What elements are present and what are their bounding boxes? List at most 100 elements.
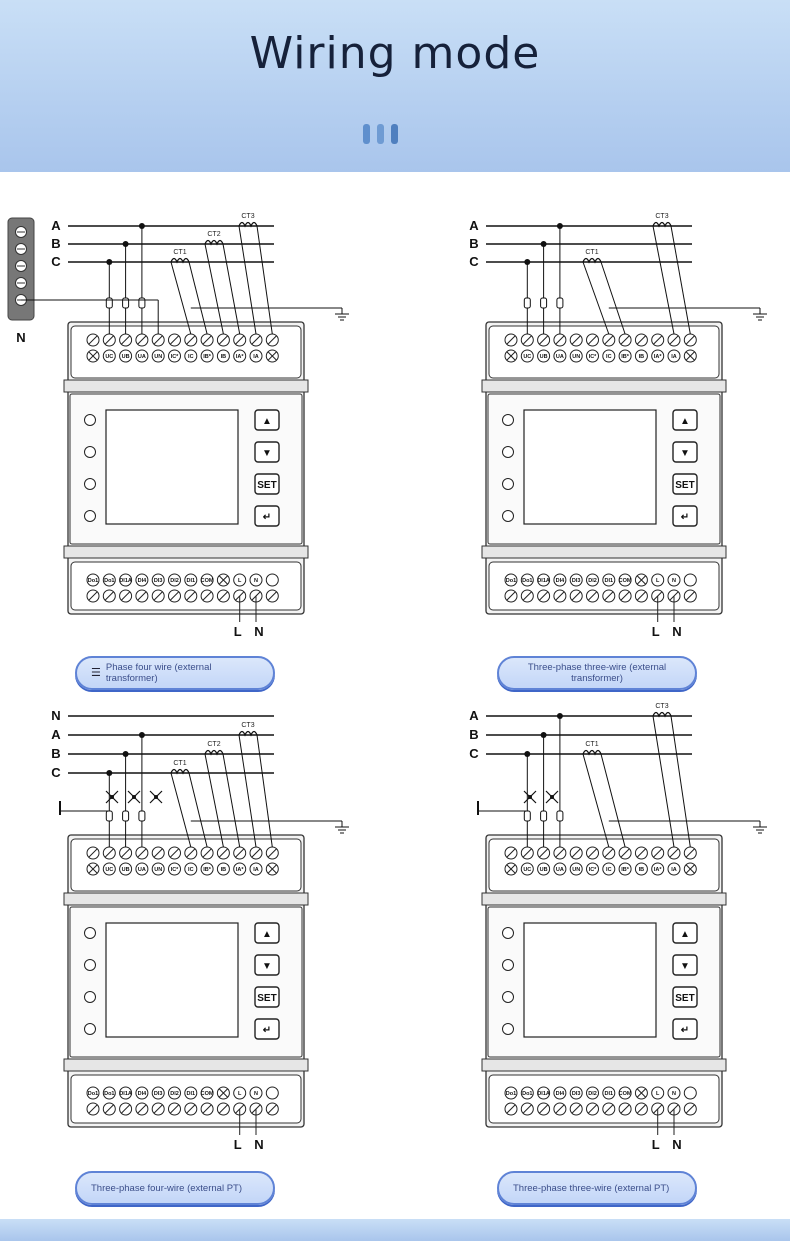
bottom-terminal-label: COM [201,1091,214,1097]
bottom-terminal-label: DI4 [138,578,148,584]
meter-button [254,505,280,527]
meter-button [672,473,698,495]
ct-coil [238,730,258,737]
meter-button-label: ▲ [262,416,272,427]
bottom-terminal-label: DI4 [556,578,566,584]
terminal-label-ring [504,1086,518,1100]
terminal-label-ring [233,573,247,587]
screw-slot [186,335,196,345]
bottom-terminal-label: L [656,1091,660,1097]
terminal-label-ring [602,349,616,363]
terminal-label-ring [184,862,198,876]
decor-bar [377,124,384,144]
screw-slot [202,1104,212,1114]
ct-lead [204,243,224,335]
screw-slot [153,335,163,345]
phase-label-c: C [469,746,479,761]
top-terminal-label: IA [671,354,677,360]
footer-banner [0,1219,790,1241]
fuse [556,297,564,309]
ct-label: CT3 [655,213,668,220]
top-terminal-label: UC [105,354,113,360]
ct-lead [652,715,675,848]
supply-label-l: L [234,624,242,639]
screw-slot [137,1104,147,1114]
top-terminal-label: UN [572,354,580,360]
terminal-label-ring [168,862,181,876]
terminal-label-ring [651,573,665,587]
rail-clip [63,545,309,559]
indicator-led [502,1023,514,1035]
screw-slot [104,591,114,601]
screw-slot [121,591,130,601]
fuse [138,810,146,822]
terminal-label-ring [683,573,697,587]
supply-label-l: L [234,1137,242,1152]
terminal-label-ring [553,349,567,363]
terminal-label-ring [520,862,534,876]
rail-clip [63,1058,309,1072]
bottom-terminal-label: N [672,578,676,584]
screw-slot [555,1104,565,1114]
screw-slot [571,1104,581,1114]
meter-button [254,986,280,1008]
ct-lead [670,225,691,335]
meter-button-label: ↵ [263,1025,271,1036]
terminal-label-ring [151,1086,165,1100]
ct-label: CT1 [173,249,186,256]
bottom-terminal-label: DI1 [605,578,614,584]
meter-button [672,922,698,944]
lcd-display [523,409,657,525]
screw-slot [637,591,646,601]
supply-label-n: N [254,624,263,639]
top-terminal-label: UC [523,867,531,873]
indicator-led [84,927,96,939]
top-terminal-label: IA [253,354,259,360]
phase-label-b: B [51,746,60,761]
screw-slot [170,1104,179,1114]
ct-label: CT3 [241,722,254,729]
bottom-terminal-label: N [672,1091,676,1097]
cross-mark [685,864,695,874]
ct-lead [238,225,257,335]
screw-slot [620,848,630,858]
terminal-label-ring [119,349,133,363]
caption-text: Phase four wire (external transformer) [105,662,212,684]
bottom-terminal-label: DI1 [187,1091,196,1097]
terminal-label-ring [233,862,247,876]
indicator-led [84,510,96,522]
indicator-led [502,478,514,490]
screw-slot [88,591,98,601]
top-terminal-label: UA [556,354,564,360]
screw-slot [555,335,565,345]
top-terminal-label: IC* [171,867,180,873]
supply-label-n: N [672,1137,681,1152]
terminal-label-ring [586,862,599,876]
screw-slot [121,1104,130,1114]
junction-dot [154,795,158,799]
rail-clip [481,379,727,393]
bottom-terminal-label: COM [201,578,214,584]
top-terminal-label: IC [188,354,194,360]
bottom-terminal-label: DI1A [119,1091,132,1097]
terminal-label-ring [537,1086,551,1100]
terminal-label-ring [602,862,616,876]
screw-slot [522,591,532,601]
terminal-label-ring [233,1086,247,1100]
terminal-label-ring [151,862,165,876]
top-terminal-label: IC* [589,354,598,360]
bottom-terminal-label: DI3 [154,578,163,584]
terminal-label-ring [135,573,149,587]
terminal-label-ring [667,349,681,363]
terminal-label-ring [618,573,632,587]
screw-slot [202,591,212,601]
ct-lead [238,734,257,848]
meter-button-label: ▼ [680,448,690,459]
top-terminal-label: UC [523,354,531,360]
ct-coil [582,257,602,264]
terminal-label-ring [151,349,165,363]
ground-icon [335,308,349,321]
ct-coil [238,221,258,228]
